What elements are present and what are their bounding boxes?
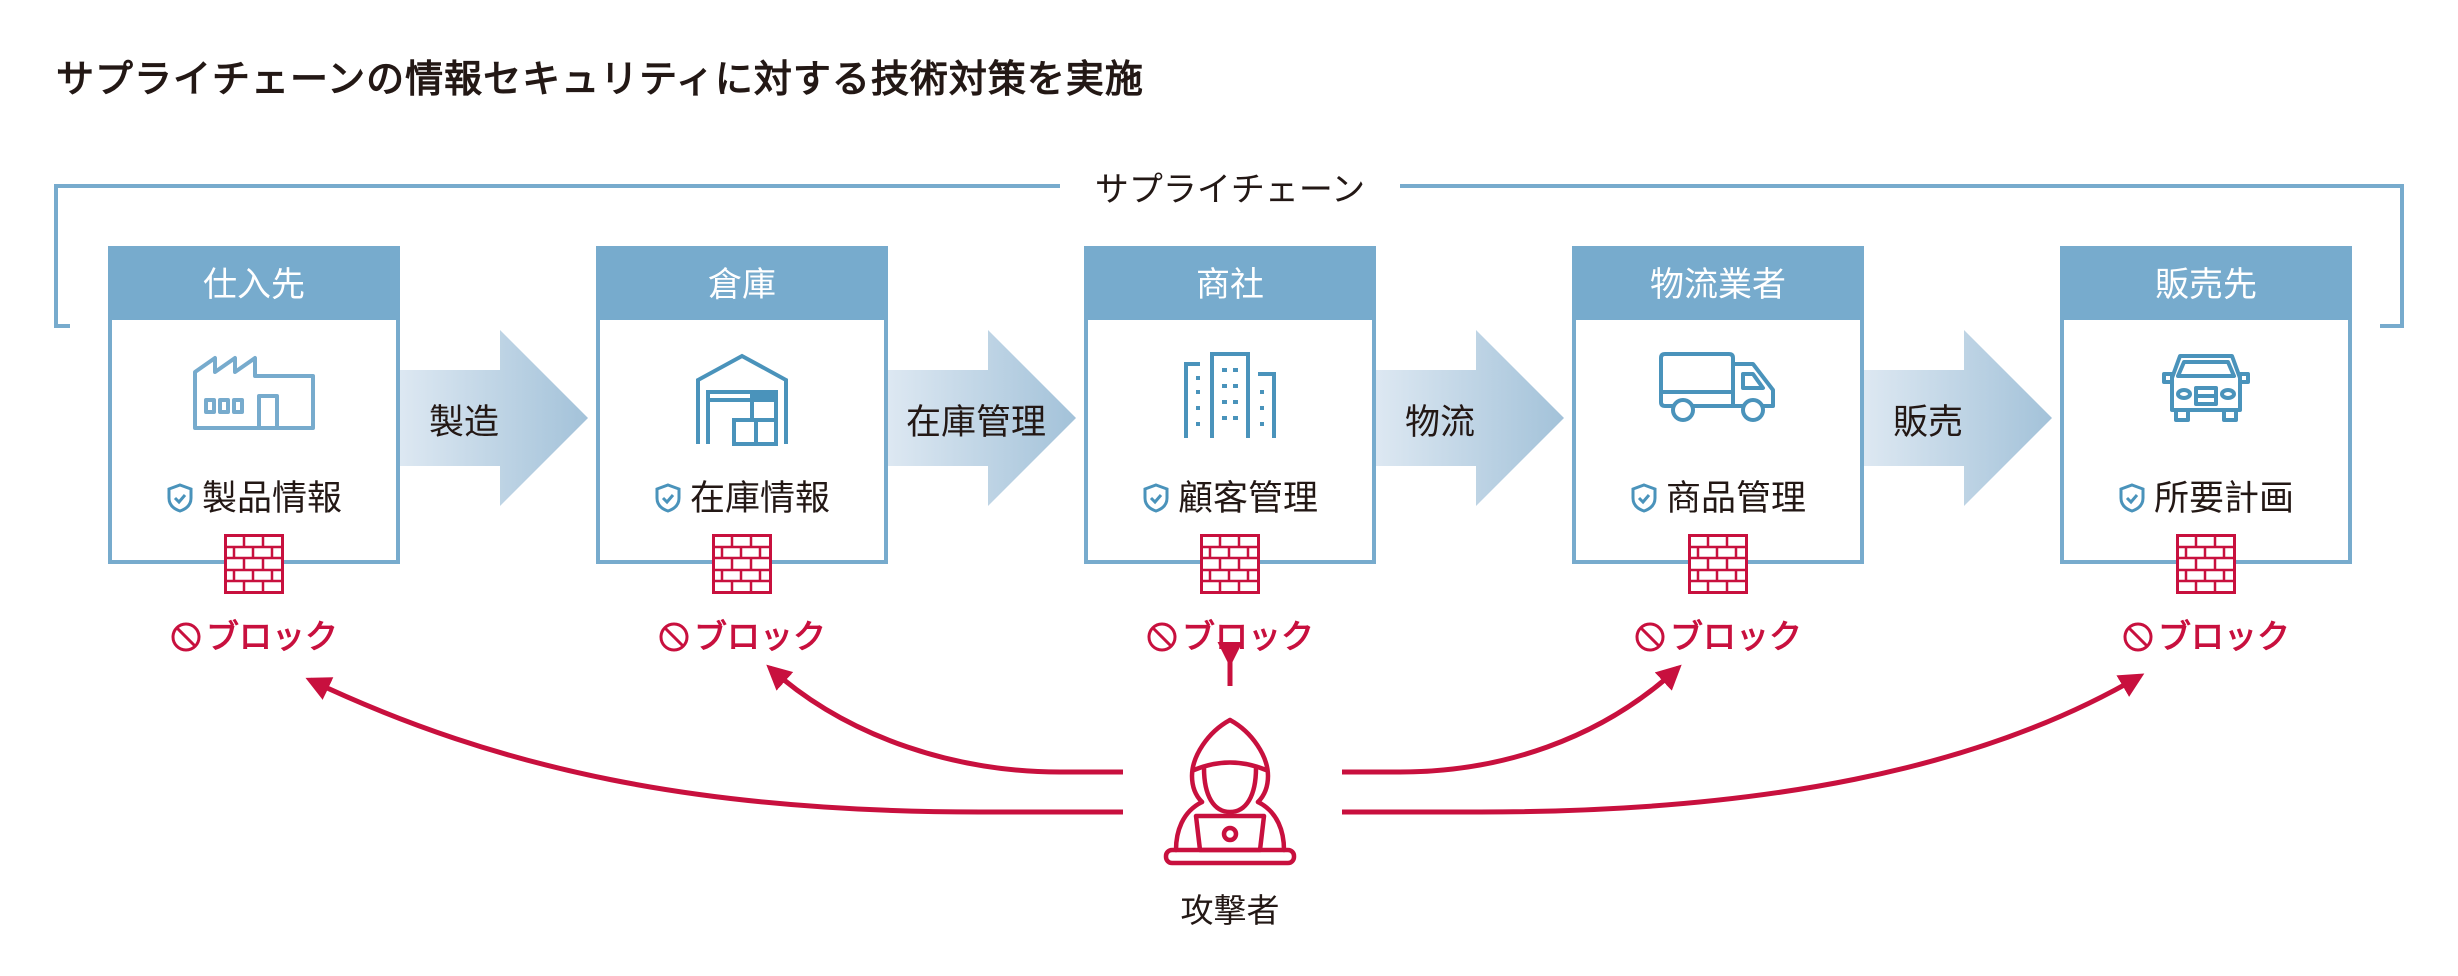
node-title: 仕入先 xyxy=(112,250,396,320)
buildings-icon xyxy=(1182,352,1278,442)
shield-check-icon xyxy=(1630,482,1658,523)
shield-check-icon xyxy=(166,482,194,523)
factory-icon xyxy=(191,352,317,436)
car-icon xyxy=(2160,352,2252,428)
flow-arrow-4 xyxy=(1864,330,2052,506)
shield-check-icon xyxy=(654,482,682,523)
page-title: サプライチェーンの情報セキュリティに対する技術対策を実施 xyxy=(56,57,1144,101)
node-title: 倉庫 xyxy=(600,250,884,320)
prohibited-icon xyxy=(1634,621,1666,661)
flow-arrow-2 xyxy=(888,330,1076,506)
block-label: ブロック xyxy=(642,610,842,661)
block-label: ブロック xyxy=(1618,610,1818,661)
node-info: 在庫情報 xyxy=(600,470,884,523)
flow-label: 物流 xyxy=(1404,403,1475,443)
prohibited-icon xyxy=(170,621,202,661)
block-label: ブロック xyxy=(154,610,354,661)
flow-label: 在庫管理 xyxy=(905,403,1046,443)
firewall-icon xyxy=(224,534,284,594)
node-info: 顧客管理 xyxy=(1088,470,1372,523)
flow-arrow-1 xyxy=(400,330,588,506)
prohibited-icon xyxy=(1146,621,1178,661)
block-label: ブロック xyxy=(2106,610,2306,661)
flow-arrow-3 xyxy=(1376,330,1564,506)
prohibited-icon xyxy=(2122,621,2154,661)
node-trading-company: 商社 顧客管理 xyxy=(1084,246,1376,564)
firewall-icon xyxy=(2176,534,2236,594)
node-customer: 販売先 所要計画 xyxy=(2060,246,2352,564)
node-title: 物流業者 xyxy=(1576,250,1860,320)
firewall-icon xyxy=(712,534,772,594)
supply-chain-bracket xyxy=(54,184,2404,328)
attack-arrow-1 xyxy=(305,677,1123,815)
node-supplier: 仕入先 製品情報 xyxy=(108,246,400,564)
node-info: 所要計画 xyxy=(2064,470,2348,523)
attack-arrows xyxy=(305,642,2145,815)
node-logistics: 物流業者 商品管理 xyxy=(1572,246,1864,564)
attack-arrow-5 xyxy=(1342,673,2145,815)
node-warehouse: 倉庫 在庫情報 xyxy=(596,246,888,564)
supply-chain-label: サプライチェーン xyxy=(1060,162,1400,211)
node-title: 販売先 xyxy=(2064,250,2348,320)
node-title: 商社 xyxy=(1088,250,1372,320)
firewall-icon xyxy=(1200,534,1260,594)
flow-label: 製造 xyxy=(428,403,499,443)
shield-check-icon xyxy=(1142,482,1170,523)
flow-label: 販売 xyxy=(1892,403,1963,443)
firewall-icon xyxy=(1688,534,1748,594)
block-label: ブロック xyxy=(1130,610,1330,661)
node-info: 商品管理 xyxy=(1576,470,1860,523)
node-info: 製品情報 xyxy=(112,470,396,523)
prohibited-icon xyxy=(658,621,690,661)
shield-check-icon xyxy=(2118,482,2146,523)
warehouse-icon xyxy=(694,352,790,452)
attack-arrow-4 xyxy=(1342,664,1682,775)
attacker-label: 攻撃者 xyxy=(1180,891,1280,930)
hacker-icon xyxy=(1160,716,1300,870)
flow-arrows xyxy=(400,330,2052,506)
attack-arrow-2 xyxy=(766,664,1123,775)
truck-icon xyxy=(1659,352,1777,428)
